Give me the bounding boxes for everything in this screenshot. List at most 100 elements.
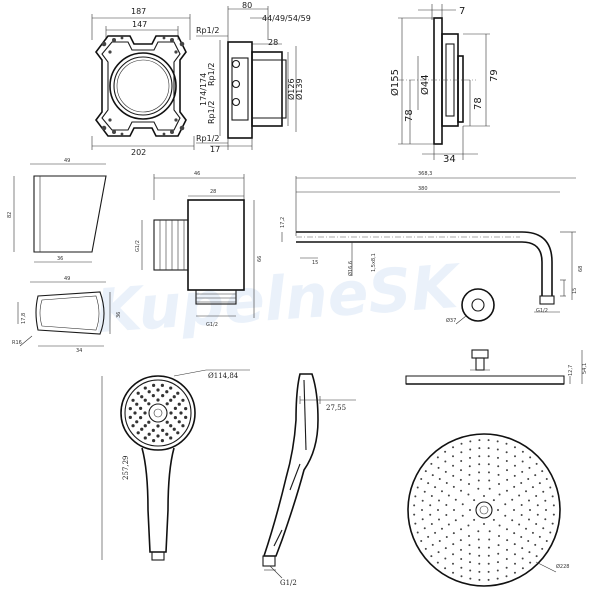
nozzle-dot xyxy=(549,486,552,489)
nozzle-dot xyxy=(165,390,169,394)
nozzle-dot xyxy=(483,523,485,525)
dim-368-3: 368,3 xyxy=(418,171,432,177)
nozzle-dot xyxy=(487,546,490,549)
nozzle-dot xyxy=(176,391,180,395)
nozzle-dot xyxy=(534,543,537,546)
nozzle-dot xyxy=(536,504,539,507)
nozzle-dot xyxy=(173,406,177,410)
nozzle-dot xyxy=(169,436,173,440)
nozzle-dot xyxy=(169,411,173,415)
arm-body xyxy=(296,231,553,296)
nozzle-dot xyxy=(521,547,524,550)
nozzle-dot xyxy=(460,566,463,569)
thread-left xyxy=(159,220,185,270)
dim-68: 68 xyxy=(578,266,584,272)
hand-shower-handle xyxy=(141,447,175,553)
nozzle-dot xyxy=(468,465,471,468)
dim-7: 7 xyxy=(459,6,465,17)
nozzle-dot xyxy=(477,487,480,490)
nozzle-dot xyxy=(527,518,530,521)
nozzle-dot xyxy=(487,570,490,573)
label-g12-left: G1/2 xyxy=(135,240,141,252)
nozzle-dot xyxy=(487,447,490,450)
nozzle-dot xyxy=(421,518,424,521)
nozzle-dot xyxy=(460,548,462,551)
nozzle-dot xyxy=(506,548,508,551)
nozzle-dot xyxy=(513,543,516,546)
watermark-text: KupelneSK xyxy=(93,252,465,347)
nozzle-dot xyxy=(478,554,481,557)
nozzle-dot xyxy=(445,536,448,539)
nozzle-dot xyxy=(468,544,471,547)
nozzle-dot xyxy=(143,436,147,440)
nozzle-dot xyxy=(452,571,455,574)
nozzle-dot xyxy=(437,551,440,554)
nozzle-dot xyxy=(520,536,523,539)
nozzle-dot xyxy=(427,535,430,538)
nozzle-dot xyxy=(436,456,439,459)
nozzle-dot xyxy=(452,543,455,546)
arm-flange xyxy=(461,288,495,322)
nozzle-dot xyxy=(152,383,156,387)
nozzle-dot xyxy=(131,398,135,402)
nozzle-dot xyxy=(414,522,417,525)
nozzle-dot xyxy=(452,562,454,565)
dim-46: 46 xyxy=(194,171,200,177)
nozzle-dot xyxy=(492,518,495,521)
nozzle-dot xyxy=(436,561,439,564)
nozzle-dot xyxy=(498,483,500,486)
nozzle-dot xyxy=(452,464,455,467)
nozzle-dot xyxy=(535,495,538,498)
nozzle-dot xyxy=(469,569,472,572)
nozzle-dot xyxy=(460,442,463,445)
nozzle-dot xyxy=(551,522,554,525)
nozzle-dot xyxy=(169,398,173,402)
dim-holder-49: 49 xyxy=(64,158,70,164)
nozzle-dot xyxy=(424,470,427,473)
nozzle-dot xyxy=(520,504,523,507)
nozzle-dot xyxy=(177,420,181,424)
nozzle-dot xyxy=(488,538,491,541)
dim-holder-36: 36 xyxy=(57,256,63,262)
dim-r16: R16 xyxy=(12,340,22,346)
nozzle-dot xyxy=(156,424,160,428)
dim-o228: Ø228 xyxy=(556,563,569,570)
nozzle-dot xyxy=(454,519,457,522)
nozzle-dot xyxy=(513,446,516,449)
nozzle-dot xyxy=(529,561,532,564)
dim-257-29: 257,29 xyxy=(122,456,130,481)
nozzle-dot xyxy=(552,504,555,507)
nozzle-dot xyxy=(452,455,454,458)
nozzle-dot xyxy=(431,474,434,477)
nozzle-dot xyxy=(444,557,447,560)
nozzle-dot xyxy=(413,504,416,507)
hand-shower-side-outline xyxy=(262,373,319,557)
nozzle-dot xyxy=(496,577,499,580)
nozzle-dot xyxy=(511,519,514,522)
nozzle-dot xyxy=(184,407,188,411)
nozzle-dot xyxy=(529,509,531,511)
nozzle-dot xyxy=(468,552,471,555)
nozzle-dot xyxy=(487,471,490,474)
dim-28: 28 xyxy=(268,38,278,47)
nozzle-dot xyxy=(498,524,501,527)
nozzle-dot xyxy=(551,495,554,498)
nozzle-dot xyxy=(140,427,144,431)
overhead-top-view: Ø228 xyxy=(407,433,569,587)
nozzle-dot xyxy=(460,451,463,454)
spray-nozzles xyxy=(128,383,188,443)
nozzle-dot xyxy=(504,514,507,517)
overhead-nozzles xyxy=(413,439,555,581)
nozzle-dot xyxy=(513,509,515,511)
nozzle-dot xyxy=(520,513,523,516)
nozzle-dot xyxy=(487,455,490,458)
dim-o44: Ø44 xyxy=(419,74,431,95)
nozzle-dot xyxy=(513,474,516,477)
nozzle-dot xyxy=(460,557,463,560)
nozzle-dot xyxy=(184,415,188,419)
nozzle-dot xyxy=(136,391,140,395)
dim-holder-top-49: 49 xyxy=(64,276,70,282)
dim-78-left: 78 xyxy=(404,109,415,122)
nozzle-dot xyxy=(478,455,481,458)
